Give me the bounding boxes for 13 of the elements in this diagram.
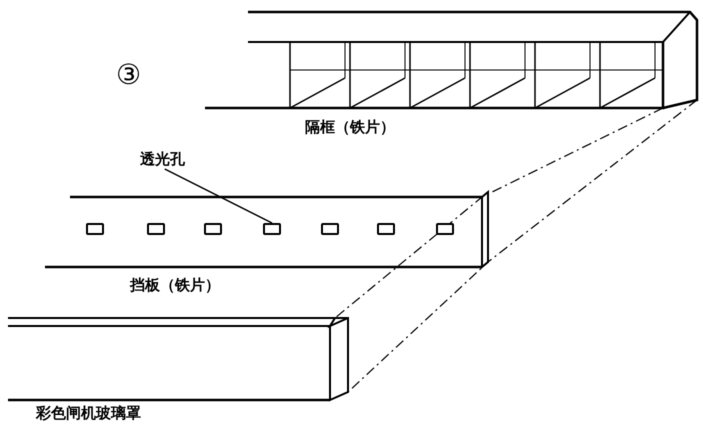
leader-line xyxy=(164,168,272,224)
part-label: 挡板（铁片） xyxy=(130,276,220,295)
light-hole xyxy=(321,223,339,235)
light-hole xyxy=(436,223,454,235)
light-hole xyxy=(263,223,281,235)
light-hole xyxy=(377,223,395,235)
part-label: 隔框（铁片） xyxy=(305,118,395,137)
light-hole xyxy=(204,223,222,235)
light-hole xyxy=(86,223,104,235)
figure-number: ③ xyxy=(116,58,142,91)
part-label: 彩色闸机玻璃罩 xyxy=(36,404,141,423)
light-hole xyxy=(147,223,165,235)
part-label: 透光孔 xyxy=(140,150,185,169)
